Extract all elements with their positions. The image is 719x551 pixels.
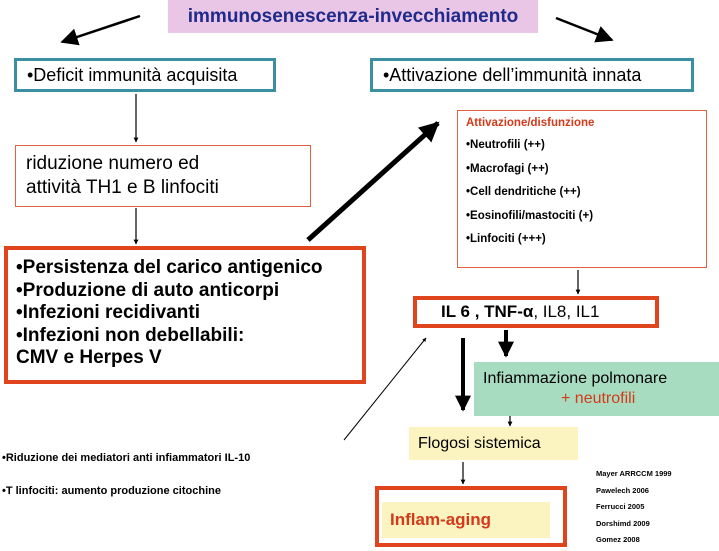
reference-item: Gomez 2008 bbox=[596, 535, 640, 544]
arrow-notes-to-cytokines bbox=[343, 337, 427, 441]
reference-item: Mayer ARRCCM 1999 bbox=[596, 469, 672, 478]
persistence-item: •Produzione di auto anticorpi bbox=[16, 279, 280, 301]
systemic-inflammation-box: Flogosi sistemica bbox=[409, 427, 578, 460]
arrow-persistence-to-activation bbox=[306, 121, 440, 242]
persistence-item: CMV e Herpes V bbox=[16, 347, 162, 368]
persistence-item: •Infezioni recidivanti bbox=[16, 302, 201, 323]
reduction-line-2: attività TH1 e B linfociti bbox=[26, 177, 219, 198]
reference-item: Dorshimd 2009 bbox=[596, 518, 650, 528]
persistence-item: •Infezioni non debellabili: bbox=[16, 324, 245, 346]
persistence-item: •Persistenza del carico antigenico bbox=[16, 257, 323, 278]
activation-item: •Eosinofili/mastociti (+) bbox=[466, 209, 594, 222]
pulmonary-line-1: Infiammazione polmonare bbox=[483, 370, 668, 387]
pulmonary-inflammation-box: Infiammazione polmonare + neutrofili bbox=[474, 362, 719, 416]
diagram-title: immunosenescenza-invecchiamento bbox=[168, 0, 538, 33]
references: Mayer ARRCCM 1999 Pawelech 2006 Ferrucci… bbox=[596, 466, 672, 549]
innate-immunity-box: •Attivazione dell’immunità innata bbox=[370, 58, 694, 92]
activation-item: •Macrofagi (++) bbox=[466, 162, 549, 175]
persistence-box: •Persistenza del carico antigenico •Prod… bbox=[4, 246, 366, 384]
activation-box: Attivazione/disfunzione •Neutrofili (++)… bbox=[457, 110, 707, 268]
pulmonary-line-2: + neutrofili bbox=[561, 390, 636, 407]
note-il10: •Riduzione dei mediatori anti infiammato… bbox=[2, 452, 251, 464]
inflamaging-box bbox=[375, 486, 567, 547]
acquired-immunity-box: •Deficit immunità acquisita bbox=[14, 58, 276, 92]
reduction-line-1: riduzione numero ed bbox=[26, 153, 200, 174]
cytokines-bold: IL 6 , TNF-α bbox=[441, 302, 534, 321]
reference-item: Ferrucci 2005 bbox=[596, 502, 645, 511]
cytokines-rest: , IL8, IL1 bbox=[533, 302, 600, 321]
reference-item: Pawelech 2006 bbox=[596, 485, 649, 495]
note-t-lymphocytes: •T linfociti: aumento produzione citochi… bbox=[2, 485, 221, 497]
arrow-title-to-acquired bbox=[60, 14, 141, 46]
activation-title: Attivazione/disfunzione bbox=[466, 117, 595, 129]
arrow-title-to-innate bbox=[555, 16, 614, 43]
activation-item: •Linfociti (+++) bbox=[466, 233, 546, 245]
activation-item: •Cell dendritiche (++) bbox=[466, 186, 581, 198]
activation-item: •Neutrofili (++) bbox=[466, 139, 545, 151]
inflamaging-label: Inflam-aging bbox=[382, 502, 550, 538]
cytokines-box: IL 6 , TNF-α, IL8, IL1 bbox=[413, 296, 659, 328]
reduction-box: riduzione numero ed attività TH1 e B lin… bbox=[15, 145, 311, 207]
